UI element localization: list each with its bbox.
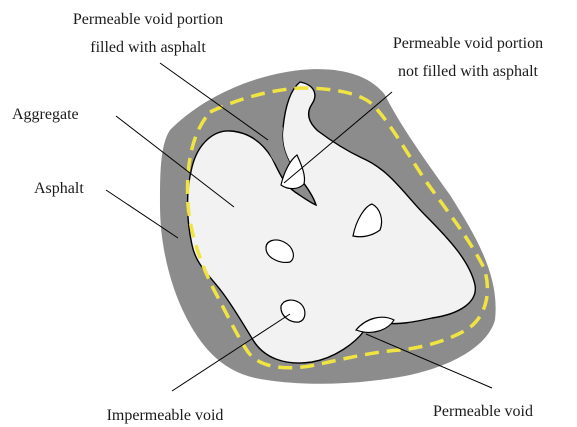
label-impermeable-void: Impermeable void (107, 407, 224, 424)
label-filled-void-1: Permeable void portion (73, 11, 223, 28)
label-unfilled-void-1: Permeable void portion (393, 35, 543, 52)
label-asphalt: Asphalt (34, 180, 84, 197)
label-unfilled-void-2: not filled with asphalt (398, 63, 539, 80)
label-aggregate: Aggregate (12, 106, 79, 123)
label-filled-void-2: filled with asphalt (90, 39, 206, 56)
label-permeable-void: Permeable void (433, 403, 533, 420)
